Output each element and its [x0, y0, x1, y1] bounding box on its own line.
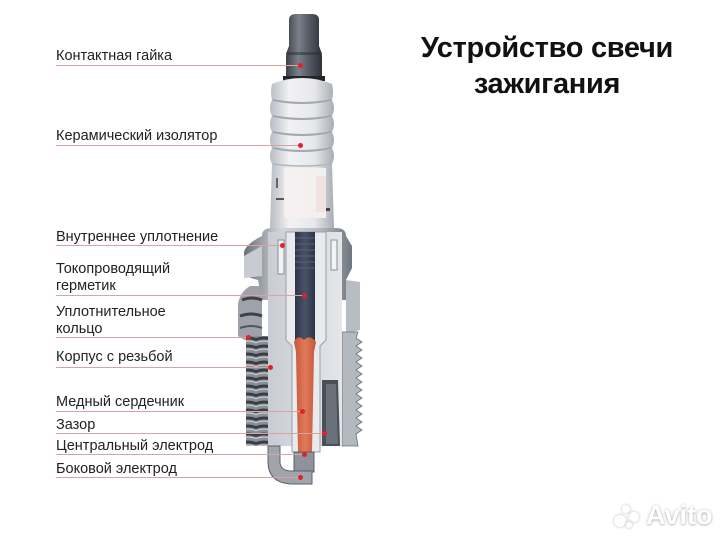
thread-left — [246, 336, 268, 446]
label-threaded-body: Корпус с резьбой — [56, 349, 173, 365]
avito-logo-text: Avito — [646, 500, 713, 530]
cutaway-interior — [268, 231, 342, 453]
label-ceramic-insulator: Керамический изолятор — [56, 128, 218, 144]
marker-dot-contact-nut — [298, 63, 303, 68]
label-side-electrode: Боковой электрод — [56, 461, 177, 477]
leader-line-copper-core — [56, 411, 302, 412]
leader-line-side-electrode — [56, 477, 302, 478]
marker-dot-center-electrode — [302, 452, 307, 457]
marker-dot-copper-core — [300, 409, 305, 414]
marker-dot-side-electrode — [298, 475, 303, 480]
side-electrode-shape — [267, 445, 313, 485]
marker-dot-ceramic-insulator — [298, 143, 303, 148]
label-sealing-ring-line1: Уплотнительное — [56, 304, 166, 320]
ceramic-insulator-shape — [270, 78, 334, 228]
marker-dot-sealing-ring — [246, 335, 251, 340]
avito-circles-icon — [612, 503, 642, 529]
label-gap: Зазор — [56, 417, 96, 433]
leader-line-inner-seal — [56, 245, 282, 246]
marker-dot-threaded-body — [268, 365, 273, 370]
label-sealing-ring-line2: кольцо — [56, 321, 103, 337]
title-line-1: Устройство свечи — [420, 32, 674, 64]
avito-watermark: Avito — [612, 500, 713, 531]
leader-line-center-electrode — [56, 454, 304, 455]
title-line-2: зажигания — [473, 68, 621, 100]
diagram-title: Устройство свечи зажигания — [392, 30, 702, 102]
marker-dot-inner-seal — [280, 243, 285, 248]
marker-dot-gap — [322, 431, 327, 436]
label-conductive-sealant-line2: герметик — [56, 278, 116, 294]
leader-line-gap — [56, 433, 324, 434]
leader-line-threaded-body — [56, 367, 270, 368]
label-inner-seal: Внутреннее уплотнение — [56, 229, 219, 245]
marker-dot-conductive-sealant — [302, 293, 307, 298]
leader-line-conductive-sealant — [56, 295, 304, 296]
thread-right — [341, 331, 363, 447]
label-center-electrode: Центральный электрод — [56, 438, 214, 454]
label-contact-nut: Контактная гайка — [56, 48, 173, 64]
contact-nut-shape — [283, 14, 325, 81]
label-conductive-sealant-line1: Токопроводящий — [56, 261, 171, 277]
label-copper-core: Медный сердечник — [56, 394, 185, 410]
leader-line-contact-nut — [56, 65, 300, 66]
leader-line-sealing-ring — [56, 337, 248, 338]
leader-line-ceramic-insulator — [56, 145, 300, 146]
